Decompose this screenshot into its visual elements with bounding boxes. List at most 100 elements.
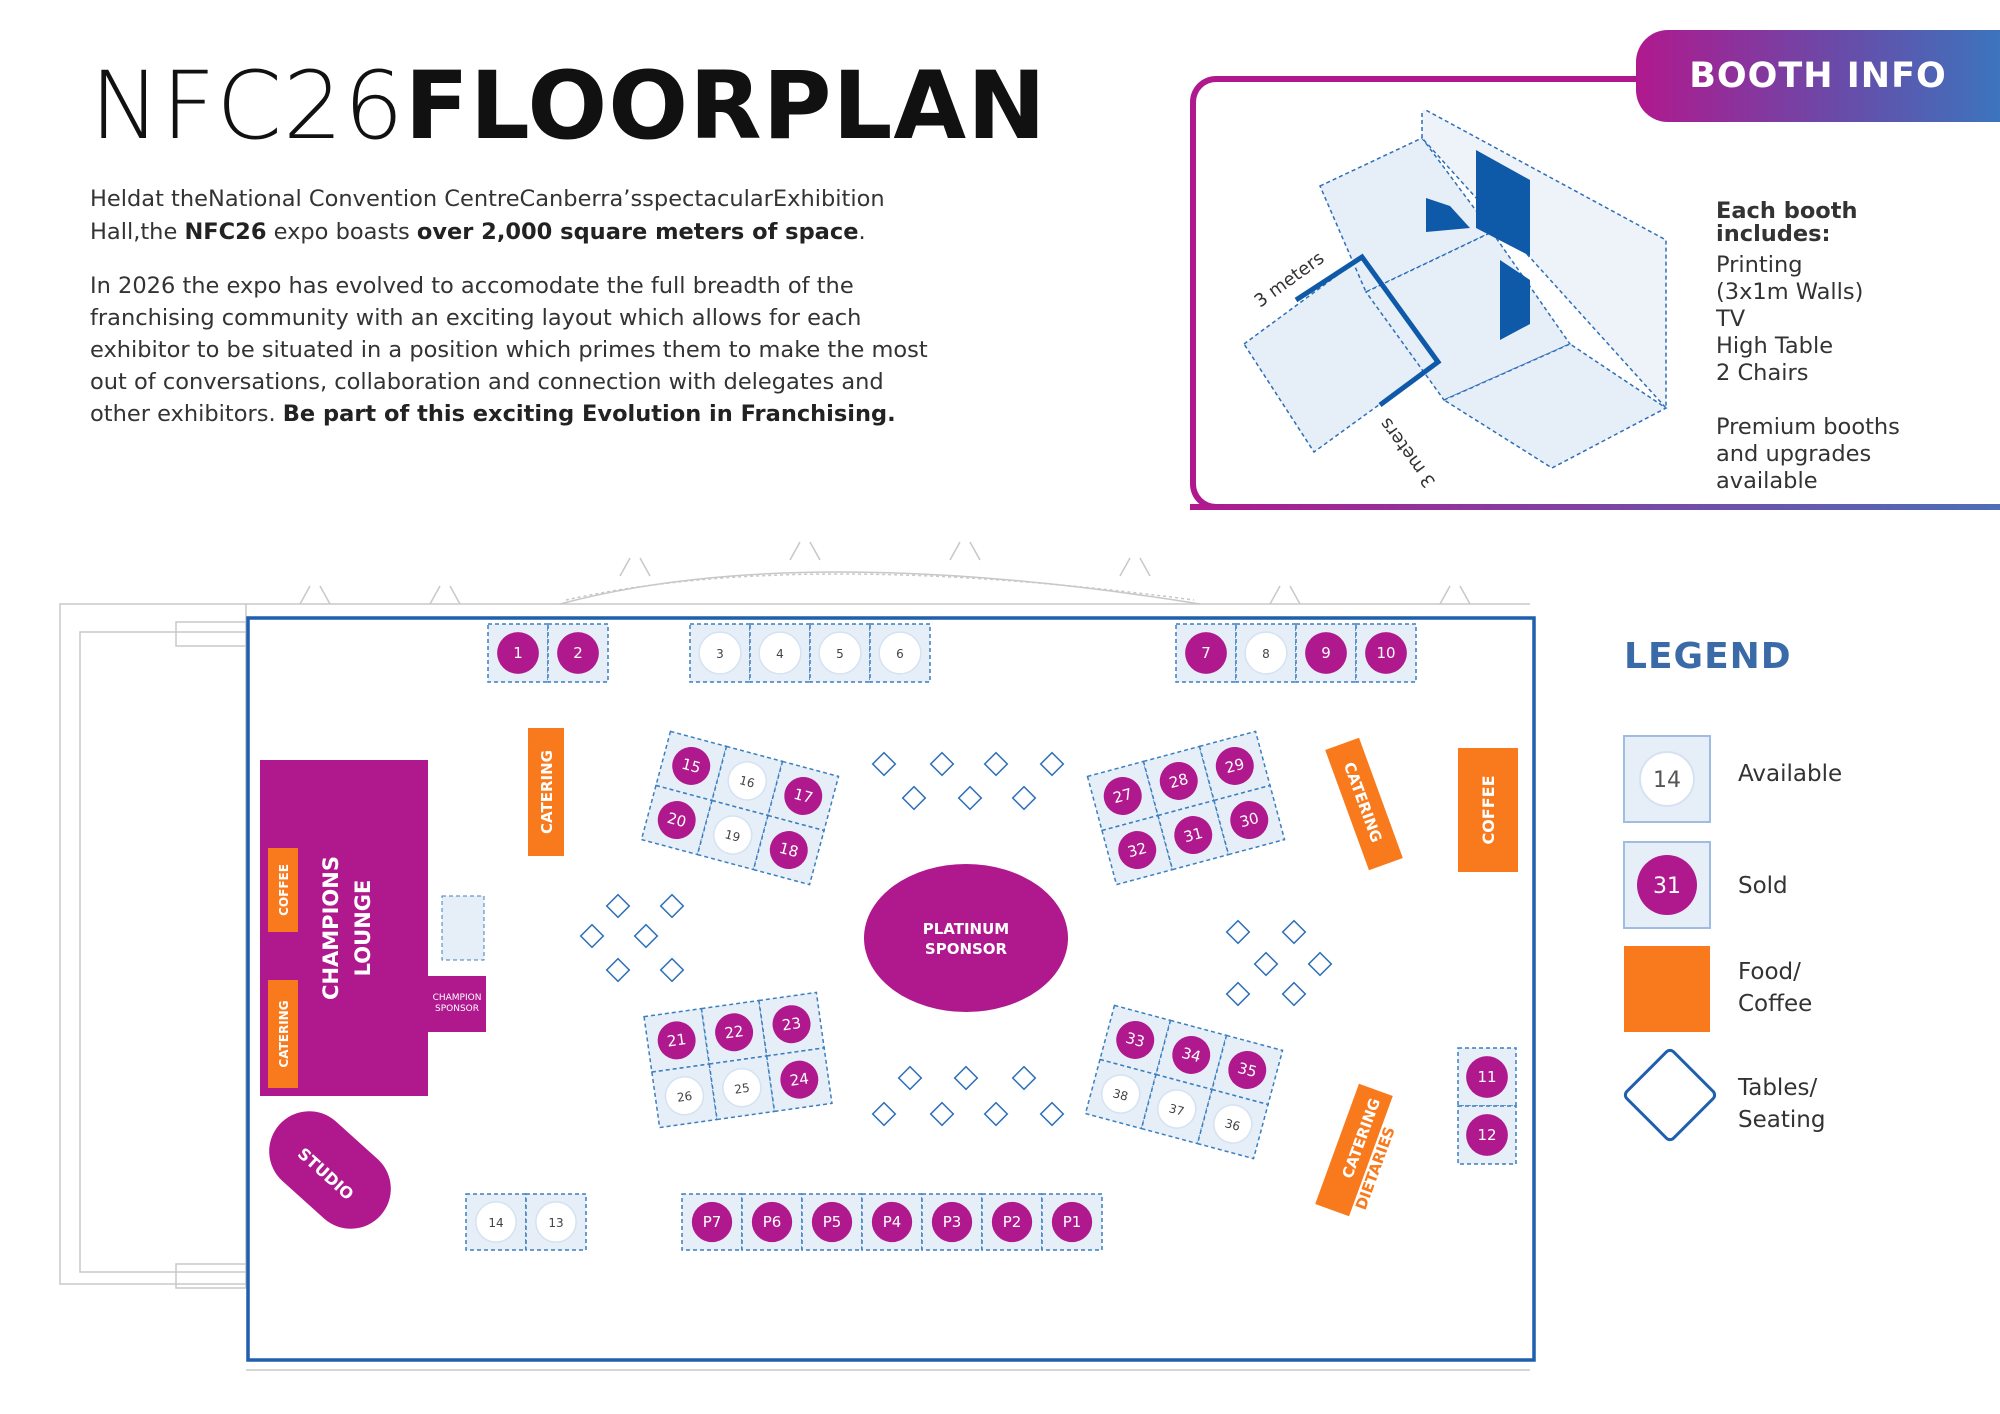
sold-marker [1365,632,1407,674]
booth-number: 34 [1180,1044,1203,1066]
legend-food-label: Food/ [1738,959,1801,985]
legend-food-swatch [1624,946,1710,1032]
sold-marker [1228,1050,1267,1089]
booth-5[interactable]: 5 [809,623,871,683]
booth-6[interactable]: 6 [869,623,931,683]
sold-marker [497,632,539,674]
para2-text: other exhibitors. [90,401,283,427]
booth-21[interactable]: 21 [643,1007,711,1073]
includes-heading: includes: [1716,221,1831,247]
premium-line: Premium booths [1716,414,1900,440]
includes-item: 2 Chairs [1716,360,1809,386]
booth-33[interactable]: 33 [1099,1004,1172,1076]
para2-line: out of conversations, collaboration and … [90,369,884,395]
booth-24[interactable]: 24 [765,1047,833,1113]
sold-marker [1305,632,1347,674]
booth-29[interactable]: 29 [1198,730,1271,802]
booth-31[interactable]: 31 [1157,799,1230,871]
booth-26[interactable]: 26 [650,1063,718,1129]
booth-4[interactable]: 4 [749,623,811,683]
intro-text: . [858,219,866,245]
catering-station [1325,737,1403,871]
booth-number: 33 [1124,1029,1147,1051]
intro-line-1: Heldat theNational Convention CentreCanb… [90,186,885,212]
available-marker [758,631,802,675]
booth-number: 20 [665,809,688,831]
sold-marker [1185,632,1227,674]
booth-22[interactable]: 22 [700,999,768,1065]
booth-16[interactable]: 16 [711,745,784,817]
sold-marker [811,1201,853,1243]
booth-number: 28 [1167,770,1190,792]
sold-marker [769,831,808,870]
booth-25[interactable]: 25 [708,1055,776,1121]
booth-P2[interactable]: P2 [981,1193,1043,1251]
booth-1[interactable]: 1 [487,623,549,683]
booth-17[interactable]: 17 [767,760,840,832]
booth-19[interactable]: 19 [696,799,769,871]
booth-number: 16 [738,773,756,790]
booth-7[interactable]: 7 [1175,623,1237,683]
booth-34[interactable]: 34 [1155,1019,1228,1091]
booth-P3[interactable]: P3 [921,1193,983,1251]
available-marker [727,761,767,801]
page-title: NFC26FLOORPLAN [90,60,1047,154]
booth-number: 26 [676,1089,693,1105]
available-marker [1100,1074,1141,1114]
booth-23[interactable]: 23 [758,991,826,1057]
booth-number: 12 [1477,1126,1496,1144]
booth-number: 38 [1111,1086,1129,1103]
booth-2[interactable]: 2 [547,623,609,683]
booth-info-tab: BOOTH INFO [1636,30,2000,122]
sold-marker [780,1060,819,1099]
booth-wall-panel [1426,198,1470,232]
booth-10[interactable]: 10 [1355,623,1417,683]
sold-marker [871,1201,913,1243]
sold-marker [1466,1056,1508,1098]
tables-seating-group [579,751,1333,1127]
booth-15[interactable]: 15 [655,730,728,802]
booth-30[interactable]: 30 [1213,784,1286,856]
booth-number: 29 [1223,755,1246,777]
available-marker [722,1067,762,1108]
available-marker [664,1076,705,1116]
legend-tables-label: Tables/ [1738,1075,1818,1101]
booth-P5[interactable]: P5 [801,1193,863,1251]
booth-12[interactable]: 12 [1457,1105,1517,1165]
booth-P4[interactable]: P4 [861,1193,923,1251]
booth-32[interactable]: 32 [1101,814,1174,886]
booth-number: 4 [776,647,784,661]
sold-marker [715,1013,754,1052]
catering-label: CATERING [538,750,556,834]
premium-line: available [1716,468,1818,494]
booth-20[interactable]: 20 [640,784,713,856]
booth-number: P5 [823,1213,842,1231]
booth-P7[interactable]: P7 [681,1193,743,1251]
booth-P6[interactable]: P6 [741,1193,803,1251]
booth-number: 23 [781,1014,802,1034]
booth-P1[interactable]: P1 [1041,1193,1103,1251]
includes-item: (3x1m Walls) [1716,279,1864,305]
title-light: NFC26 [90,52,405,161]
sold-marker [657,1021,696,1060]
booth-38[interactable]: 38 [1084,1058,1157,1130]
booth-9[interactable]: 9 [1295,623,1357,683]
booth-18[interactable]: 18 [752,814,825,886]
booth-diagram: 3 meters 3 meters [1242,110,1668,490]
booth-number: 32 [1126,839,1149,861]
platinum-sponsor [864,864,1068,1012]
booth-28[interactable]: 28 [1142,745,1215,817]
booth-11[interactable]: 11 [1457,1047,1517,1107]
booth-35[interactable]: 35 [1211,1034,1284,1106]
coffee-label: COFFEE [1479,775,1498,844]
booth-8[interactable]: 8 [1235,623,1297,683]
available-marker [1213,1104,1253,1144]
available-marker [1157,1089,1197,1129]
booth-3[interactable]: 3 [689,623,751,683]
booth-13[interactable]: 13 [525,1193,587,1251]
coffee-station [268,848,298,932]
booth-14[interactable]: 14 [465,1193,527,1251]
